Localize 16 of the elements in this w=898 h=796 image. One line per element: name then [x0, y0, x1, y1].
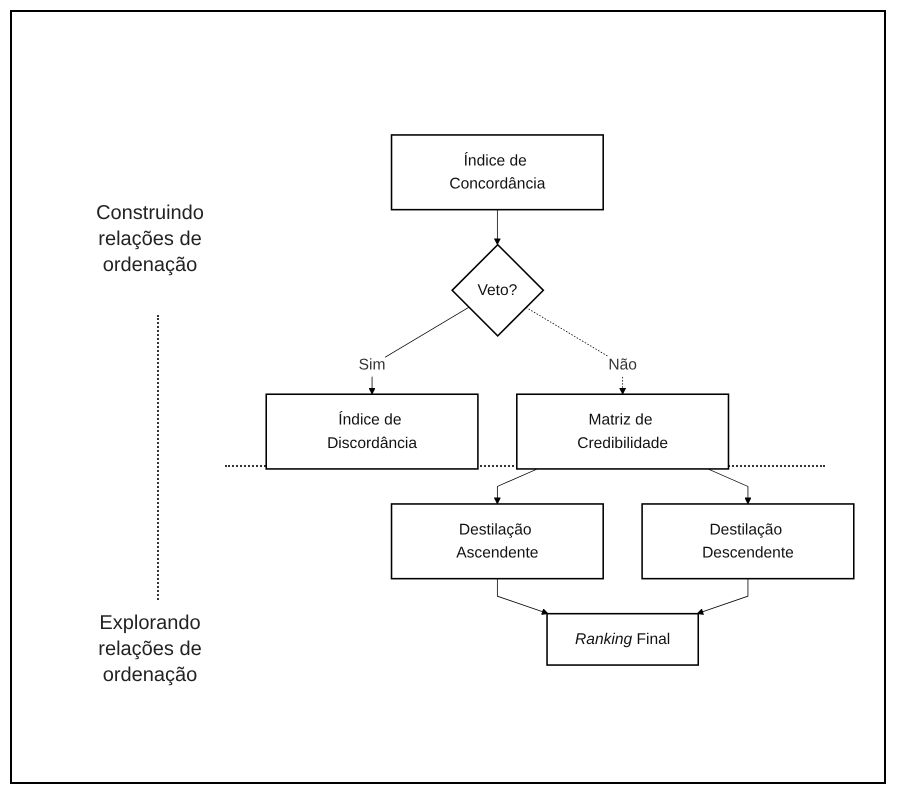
edge-label: Sim — [358, 356, 386, 374]
node-box: Matriz de Credibilidade — [516, 393, 730, 470]
section-label: Construindo relações de ordenação — [95, 201, 205, 278]
arrow — [494, 209, 501, 245]
node-box: Destilação Descendente — [641, 503, 855, 580]
edge-label: Não — [608, 356, 637, 374]
arrow — [708, 468, 752, 504]
arrow — [496, 578, 548, 615]
section-label: Explorando relações de ordenação — [97, 611, 203, 688]
node-box: Ranking Final — [546, 612, 700, 666]
node-box: Índice de Discordância — [265, 393, 479, 470]
node-diamond: Veto? — [451, 244, 544, 337]
arrow — [494, 468, 538, 504]
node-box: Destilação Ascendente — [390, 503, 604, 580]
arrow — [696, 578, 748, 615]
node-box: Índice de Concordância — [390, 134, 604, 210]
